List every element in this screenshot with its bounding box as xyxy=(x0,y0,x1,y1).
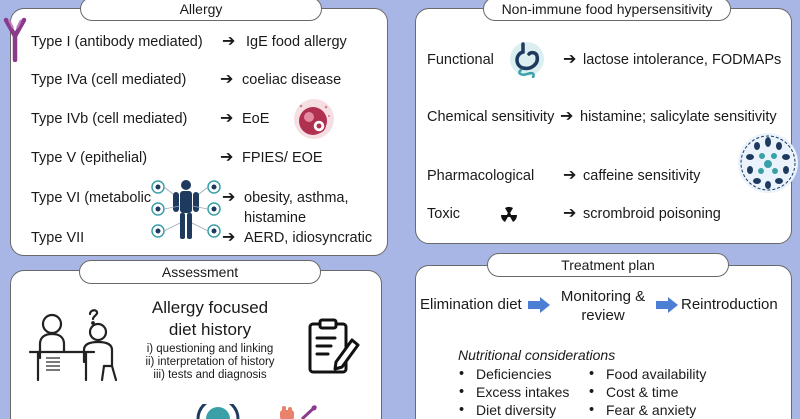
treatment-panel xyxy=(415,265,792,419)
flow-step-elimination: Elimination diet xyxy=(420,296,522,313)
allergy-row-type-vii: Type VII xyxy=(31,230,85,246)
allergy-result-type-vi: obesity, asthma, xyxy=(244,190,349,206)
arrow-icon: ➔ xyxy=(222,229,236,246)
flow-arrow-icon xyxy=(656,297,678,313)
bullet: • xyxy=(459,384,465,400)
consideration-right-3: Fear & anxiety xyxy=(606,402,697,418)
allergy-result-type-vi-line2: histamine xyxy=(244,210,307,226)
allergy-result-type-ivb: EoE xyxy=(242,111,270,127)
flow-step-monitoring: Monitoring & xyxy=(560,288,646,305)
arrow-icon: ➔ xyxy=(560,108,574,125)
allergy-test-icon xyxy=(280,404,318,419)
arrow-icon: ➔ xyxy=(563,167,577,184)
bullet: • xyxy=(589,384,595,400)
assessment-step-3: iii) tests and diagnosis xyxy=(153,369,267,381)
assessment-step-1: i) questioning and linking xyxy=(146,343,274,355)
allergy-panel-title: Allergy xyxy=(80,0,322,21)
arrow-icon: ➔ xyxy=(222,33,236,50)
food-plate-icon xyxy=(196,404,240,419)
assessment-heading-line2: diet history xyxy=(168,320,252,339)
allergy-row-type-vi: Type VI (metabolic xyxy=(31,190,152,206)
arrow-icon: ➔ xyxy=(220,110,234,127)
non-immune-result-pharmacological: caffeine sensitivity xyxy=(583,168,701,184)
non-immune-result-chemical: histamine; salicylate sensitivity xyxy=(580,109,777,125)
allergy-row-type-v: Type V (epithelial) xyxy=(31,150,148,166)
consideration-right-1: Food availability xyxy=(606,366,707,382)
consideration-left-1: Deficiencies xyxy=(476,366,552,382)
body-organs-icon xyxy=(151,180,221,239)
arrow-icon: ➔ xyxy=(222,189,236,206)
bullet: • xyxy=(589,366,595,382)
non-immune-result-toxic: scrombroid poisoning xyxy=(583,206,721,222)
toxic-hazard-icon xyxy=(500,206,518,222)
assessment-panel-title: Assessment xyxy=(79,260,321,284)
consideration-right-2: Cost & time xyxy=(606,384,679,400)
non-immune-row-chemical: Chemical sensitivity xyxy=(427,109,555,125)
arrow-icon: ➔ xyxy=(220,149,234,166)
non-immune-result-functional: lactose intolerance, FODMAPs xyxy=(583,52,782,68)
food-circle-icon xyxy=(738,133,798,193)
assessment-heading-line1: Allergy focused xyxy=(151,298,269,317)
allergy-row-type-ivb: Type IVb (cell mediated) xyxy=(31,111,188,127)
non-immune-panel-title: Non-immune food hypersensitivity xyxy=(483,0,731,21)
non-immune-row-pharmacological: Pharmacological xyxy=(427,168,535,184)
arrow-icon: ➔ xyxy=(563,205,577,222)
bullet: • xyxy=(589,402,595,418)
non-immune-row-toxic: Toxic xyxy=(427,206,461,222)
allergy-result-type-v: FPIES/ EOE xyxy=(242,150,323,166)
clipboard-icon xyxy=(308,318,360,374)
bullet: • xyxy=(459,402,465,418)
bullet: • xyxy=(459,366,465,382)
considerations-title: Nutritional considerations xyxy=(458,347,616,363)
arrow-icon: ➔ xyxy=(220,71,234,88)
allergy-result-type-iva: coeliac disease xyxy=(242,72,342,88)
allergy-row-type-i: Type I (antibody mediated) xyxy=(31,34,203,50)
antibody-icon xyxy=(3,17,27,62)
consideration-left-3: Diet diversity xyxy=(476,402,557,418)
arrow-icon: ➔ xyxy=(563,51,577,68)
oesophagus-icon xyxy=(294,99,334,139)
allergy-result-type-vii: AERD, idiosyncratic xyxy=(244,230,373,246)
allergy-row-type-iva: Type IVa (cell mediated) xyxy=(31,72,187,88)
flow-arrow-icon xyxy=(528,297,550,313)
treatment-panel-title: Treatment plan xyxy=(487,253,729,277)
non-immune-row-functional: Functional xyxy=(427,52,494,68)
consideration-left-2: Excess intakes xyxy=(476,384,570,400)
stomach-icon xyxy=(510,42,544,78)
consultation-icon xyxy=(28,309,118,382)
flow-step-monitoring-line2: review xyxy=(581,307,625,324)
allergy-result-type-i: IgE food allergy xyxy=(246,34,347,50)
assessment-step-2: ii) interpretation of history xyxy=(145,356,275,368)
flow-step-reintroduction: Reintroduction xyxy=(681,296,778,313)
